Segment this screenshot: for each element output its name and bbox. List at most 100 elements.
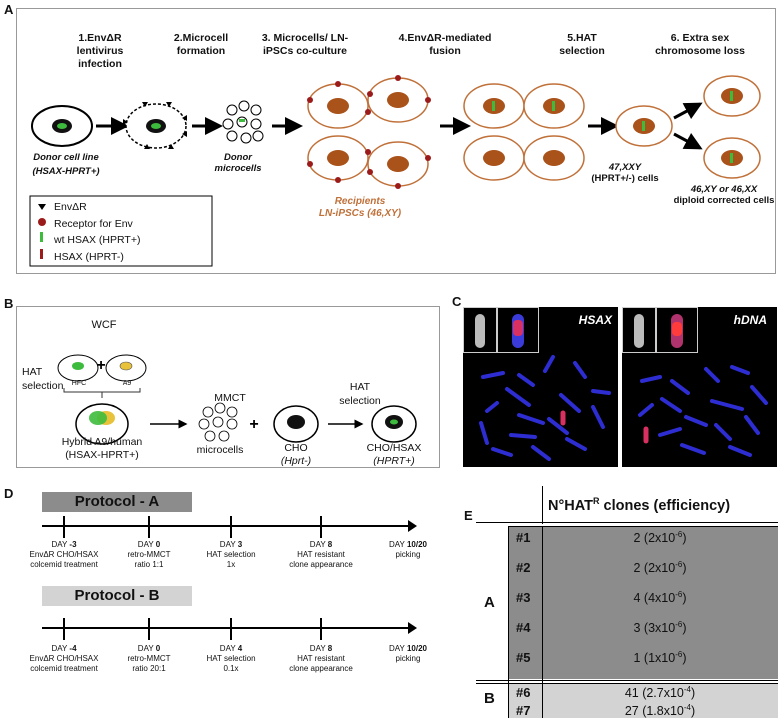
- donor-genotype-text: (HSAX-HPRT+): [32, 166, 100, 178]
- recipient-nuclei: [327, 92, 409, 172]
- clone-id: #2: [516, 560, 531, 575]
- timeline-b: [42, 627, 410, 629]
- protocol-a-desc: colcemid treatment: [30, 560, 98, 569]
- karyotype-corrected-text: 46,XY or 46,XX: [690, 184, 758, 195]
- panel-a-diagram: [29, 75, 761, 267]
- microcells-label: microcells: [196, 444, 244, 456]
- panel-b-frame: [16, 306, 440, 468]
- step-1: 1.EnvΔR lentivirus infection: [76, 32, 124, 71]
- panel-b-label: B: [4, 296, 14, 311]
- donor-cell: [31, 105, 93, 147]
- step-2: 2.Microcell formation: [173, 32, 229, 58]
- protocol-a-desc: ratio 1:1: [134, 560, 164, 569]
- protocol-a-tick: [230, 516, 232, 538]
- protocol-a-day: DAY 3: [219, 540, 243, 549]
- infected-cell: [123, 102, 187, 149]
- microcell-cluster: [222, 100, 264, 144]
- legend-wt-hsax: wt HSAX (HPRT+): [54, 234, 141, 246]
- karyotype-xxy-label: 47,XXY (HPRT+/-) cells: [585, 162, 665, 185]
- panel-c-label: C: [452, 294, 462, 309]
- clone-id: #7: [516, 703, 531, 718]
- protocol-a-day: DAY 10/20: [389, 540, 427, 549]
- header-sup: R: [593, 496, 600, 506]
- protocol-a-tick: [320, 516, 322, 538]
- protocol-a-tick: [148, 516, 150, 538]
- svg-text:+: +: [249, 416, 258, 433]
- group-b-bg: [508, 683, 778, 718]
- cho-hsax-sub-text: (HPRT+): [373, 454, 415, 467]
- clone-id: #6: [516, 685, 531, 700]
- header-text: N°HAT: [548, 497, 593, 514]
- group-a-label: A: [484, 594, 495, 611]
- protocol-b-desc: HAT resistant: [297, 654, 345, 663]
- hsax-mut-legend-icon: [40, 249, 43, 259]
- wcf-label: WCF: [91, 319, 117, 331]
- hfc-label: HFC: [71, 380, 87, 387]
- panel-a-label: A: [4, 2, 14, 17]
- protocol-b-desc: 0.1x: [223, 664, 239, 673]
- hybrid-label: Hybrid A9/human (HSAX-HPRT+): [42, 436, 162, 461]
- microcells-b: [198, 402, 238, 442]
- hsax-chromosomes: [479, 355, 611, 461]
- clone-efficiency: 3 (3x10-6): [633, 620, 687, 636]
- fish-image-hdna: hDNA: [622, 307, 777, 467]
- hat-selection-left: HAT selection: [22, 366, 64, 392]
- donor-cell-label: Donor cell line (HSAX-HPRT+): [16, 151, 116, 180]
- envdr-legend-icon: [38, 204, 46, 210]
- legend-hsax-mut: HSAX (HPRT-): [54, 250, 124, 263]
- step-5: 5.HAT selection: [559, 32, 605, 58]
- hdna-title: hDNA: [733, 313, 767, 327]
- recipients-label: Recipients LN-iPSCs (46,XY): [300, 196, 420, 220]
- protocol-a-title: Protocol - A: [42, 492, 192, 512]
- inset-color: [497, 307, 539, 353]
- protocol-a-day: DAY 0: [137, 540, 161, 549]
- a9-label: A9: [122, 380, 132, 387]
- recipients-text: Recipients: [334, 196, 386, 207]
- clone-efficiency: 4 (4x10-6): [633, 590, 687, 606]
- hybrid-sub-text: (HSAX-HPRT+): [65, 448, 139, 461]
- clone-efficiency: 1 (1x10-6): [633, 650, 687, 666]
- protocol-b-tick: [230, 618, 232, 640]
- clone-id: #4: [516, 620, 531, 635]
- donor-microcells-label: Donor microcells: [214, 152, 262, 174]
- protocol-b-tick: [63, 618, 65, 640]
- cho-sub-text: (Hprt-): [280, 454, 312, 467]
- protocol-a-tick: [63, 516, 65, 538]
- recipients-sub-text: LN-iPSCs (46,XY): [318, 208, 402, 219]
- hsax-title: HSAX: [578, 313, 612, 327]
- protocol-b-tick: [320, 618, 322, 640]
- protocol-b-desc: picking: [395, 654, 421, 663]
- fish-image-hsax: HSAX: [463, 307, 618, 467]
- inset-color-2: [656, 307, 698, 353]
- fused-x-chromosomes: [492, 101, 555, 111]
- karyotype-corrected-sub-text: diploid corrected cells: [673, 195, 775, 207]
- panel-e-label: E: [464, 508, 473, 523]
- clone-efficiency: 2 (2x10-6): [633, 530, 687, 546]
- protocol-b-day: DAY 0: [137, 644, 161, 653]
- table-header: N°HATR clones (efficiency): [548, 496, 778, 514]
- wt-hsax-legend-icon: [40, 232, 43, 242]
- receptor-dots: [307, 75, 431, 189]
- hybrid-text: Hybrid A9/human: [61, 436, 143, 448]
- clone-id: #1: [516, 530, 531, 545]
- group-a-bg: [508, 527, 778, 679]
- clone-efficiency: 2 (2x10-6): [633, 560, 687, 576]
- legend-items: EnvΔR Receptor for Env wt HSAX (HPRT+) H…: [54, 199, 140, 265]
- legend-receptor: Receptor for Env: [54, 217, 133, 230]
- arrow-6b: [673, 132, 703, 150]
- inset-grey-2: [622, 307, 656, 353]
- protocol-b-desc: EnvΔR CHO/HSAX: [29, 654, 99, 663]
- inset-grey: [463, 307, 497, 353]
- legend-box: [29, 195, 213, 267]
- protocol-b-title: Protocol - B: [42, 586, 192, 606]
- protocol-a-desc: clone appearance: [289, 560, 353, 569]
- step-6: 6. Extra sex chromosome loss: [655, 32, 745, 58]
- group-b-label: B: [484, 690, 495, 707]
- protocol-a-desc: retro-MMCT: [127, 550, 171, 559]
- protocol-b-desc: colcemid treatment: [30, 664, 98, 673]
- protocol-a-day: DAY 8: [309, 540, 333, 549]
